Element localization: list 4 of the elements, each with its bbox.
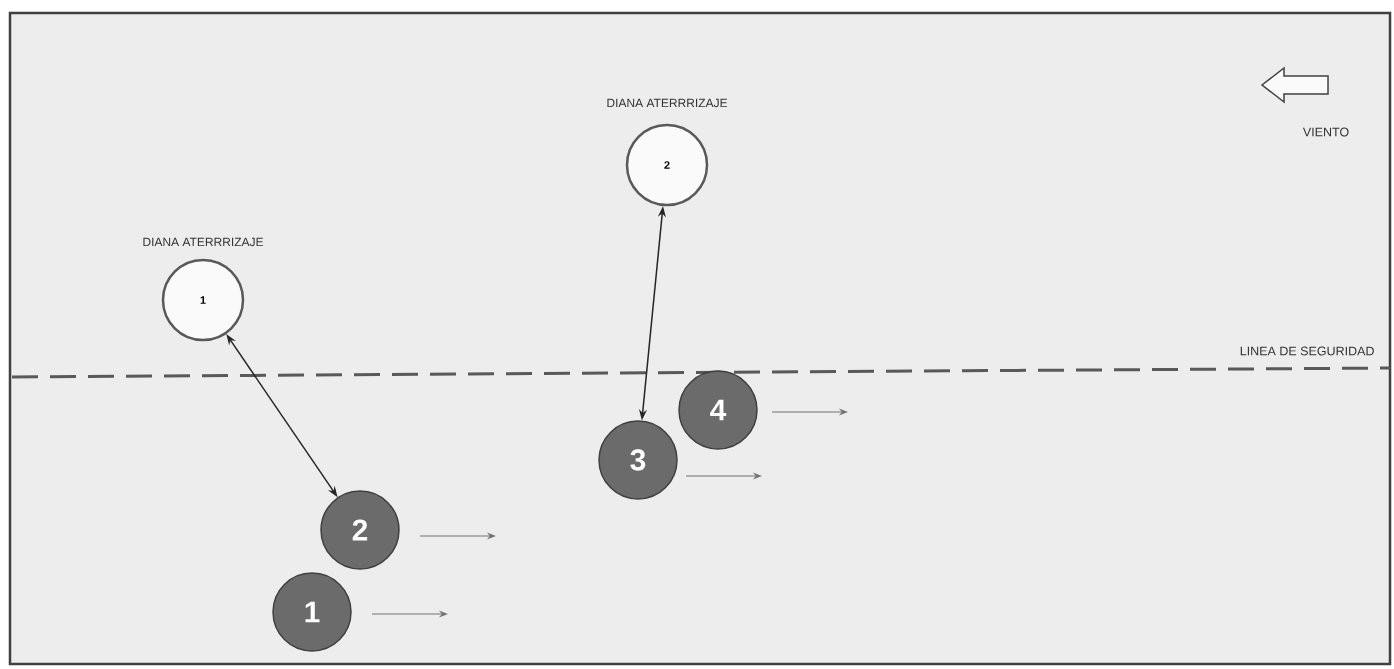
label-text: VIENTO [1302,127,1349,137]
target-caption: DIANA ATERRRIZAJE [143,237,264,247]
label-text: LINEA DE SEGURIDAD [1240,346,1374,356]
target-caption: DIANA ATERRRIZAJE [607,98,728,108]
